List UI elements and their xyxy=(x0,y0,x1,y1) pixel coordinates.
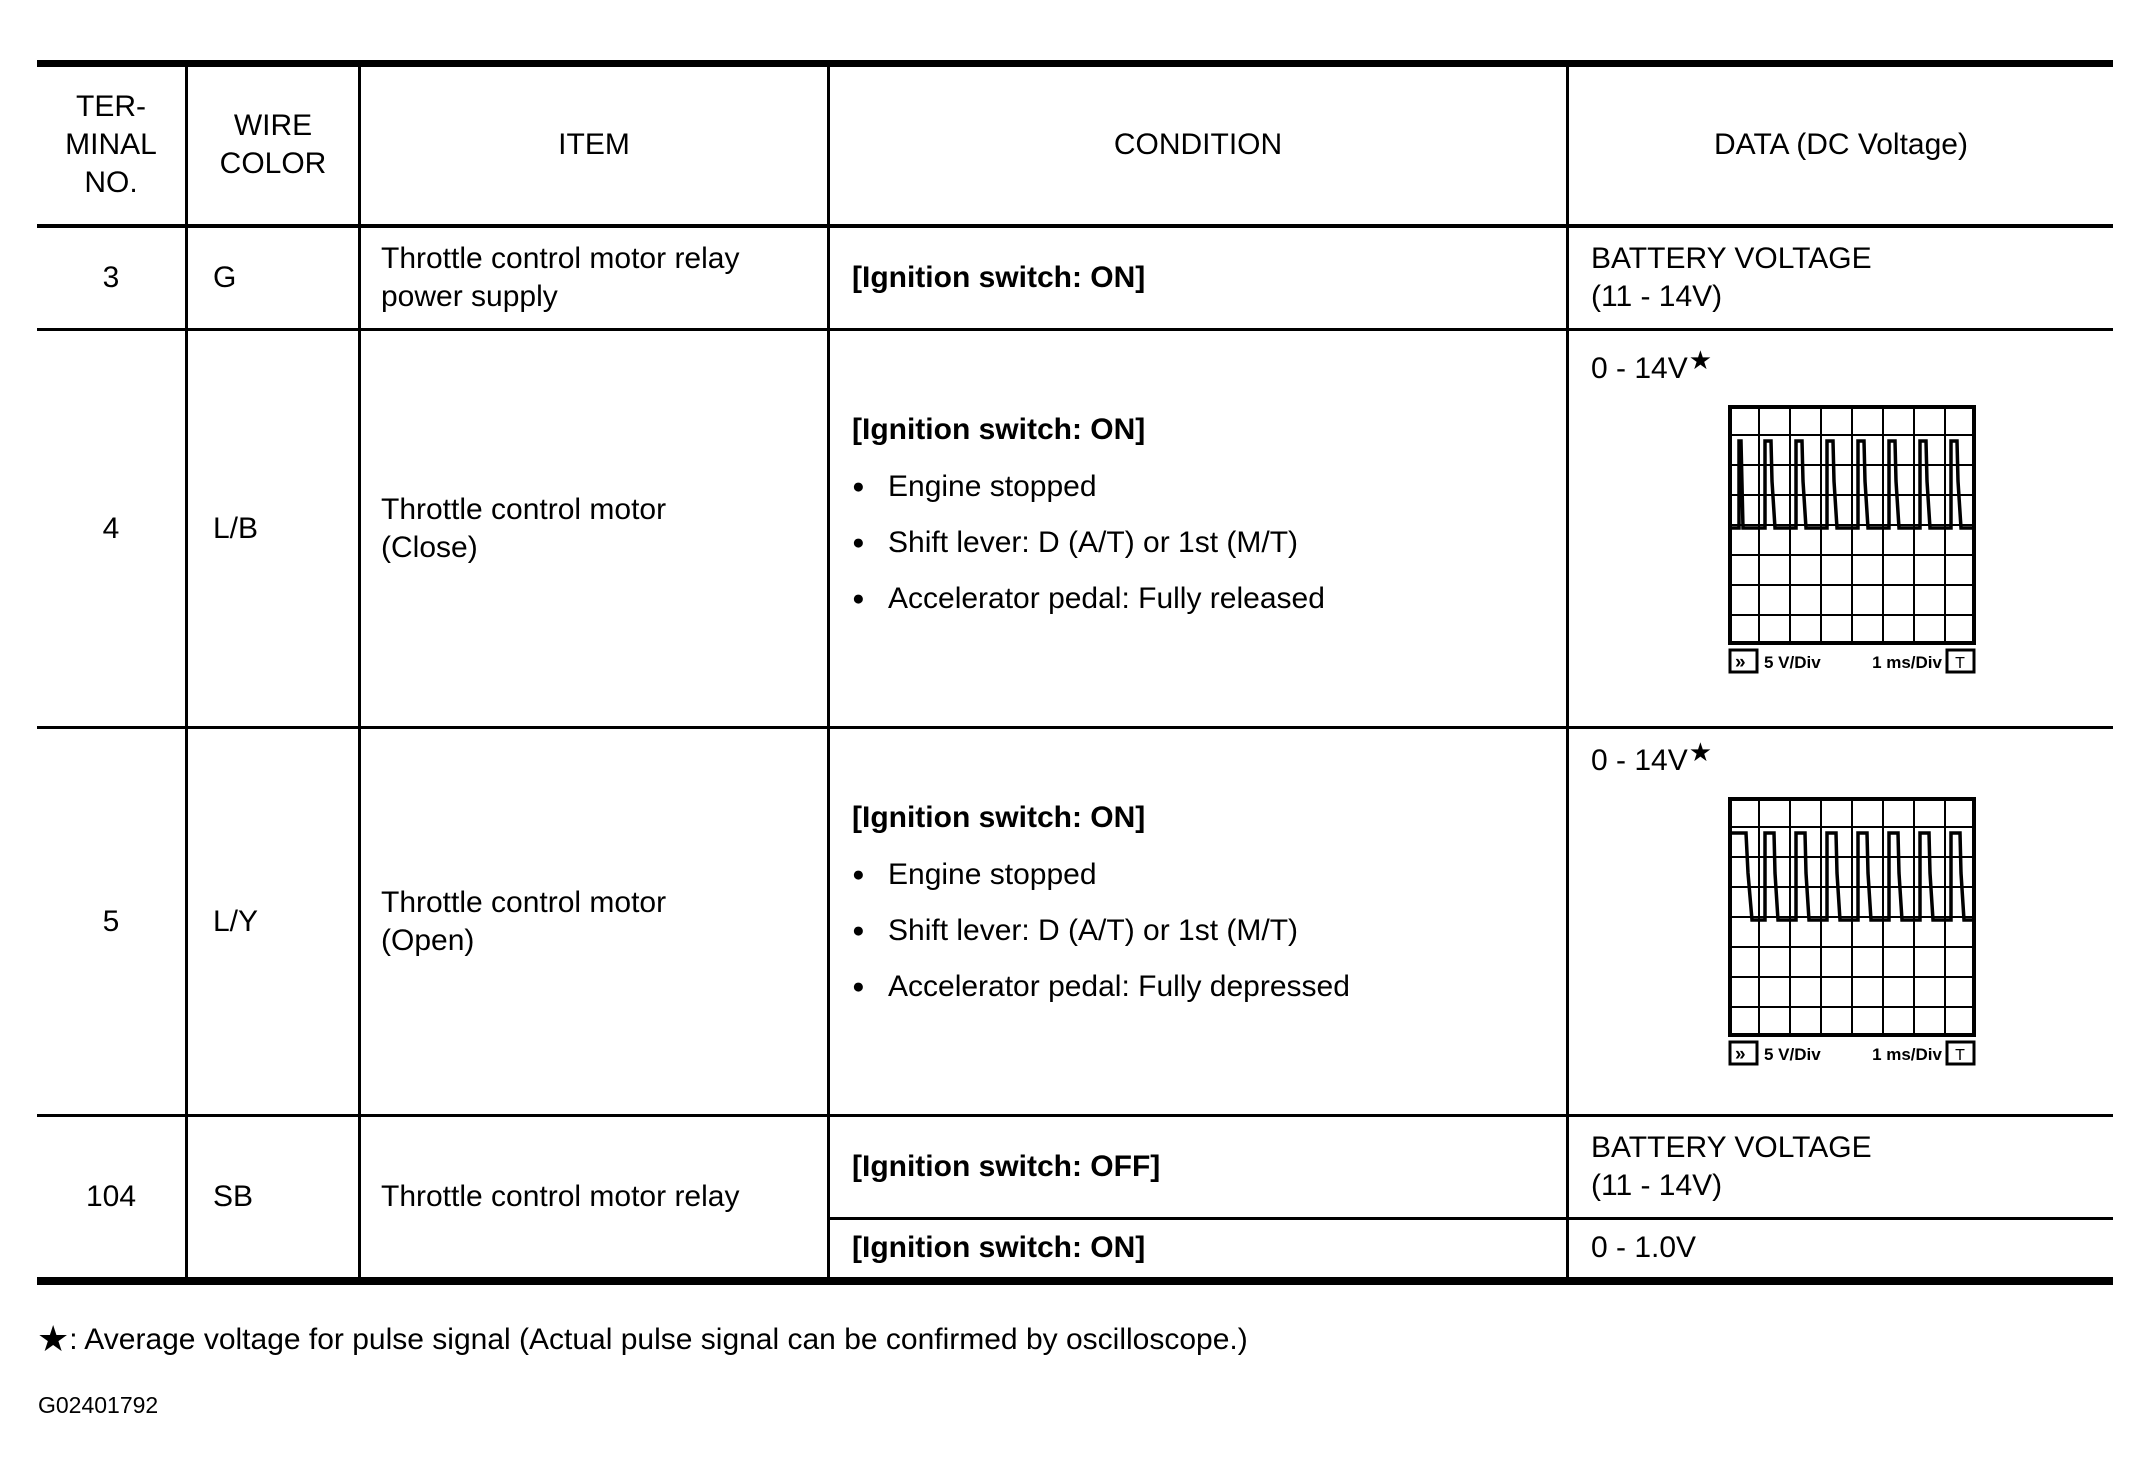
condition-cell: [Ignition switch: ON] ● Engine stopped ●… xyxy=(828,726,1569,1116)
item-line: power supply xyxy=(381,279,558,313)
item-line: (Open) xyxy=(381,923,475,957)
condition-bullet: ● Shift lever: D (A/T) or 1st (M/T) xyxy=(852,525,1566,561)
data-line: 0 - 1.0V xyxy=(1591,1231,1697,1265)
star-icon: ★ xyxy=(37,1318,70,1359)
data-line: BATTERY VOLTAGE xyxy=(1591,241,1872,275)
header-condition: CONDITION xyxy=(828,62,1569,228)
data-cell: BATTERY VOLTAGE (11 - 14V) xyxy=(1567,1114,2113,1219)
condition-bullet: ● Accelerator pedal: Fully depressed xyxy=(852,969,1566,1005)
item-line: Throttle control motor xyxy=(381,885,667,919)
header-wire-line2: COLOR xyxy=(219,147,327,181)
item-line: Throttle control motor xyxy=(381,492,667,526)
ignition-switch-condition: [Ignition switch: ON] xyxy=(852,413,1146,446)
oscilloscope-waveform-open: » 5 V/Div 1 ms/Div T xyxy=(1728,797,1976,1066)
wire-color-cell: SB xyxy=(186,1114,361,1281)
condition-bullet-text: Engine stopped xyxy=(888,858,1097,891)
voltage-range-text: 0 - 14V xyxy=(1591,744,1688,777)
voltage-range: 0 - 14V★ xyxy=(1591,737,2113,781)
table-row-terminal-4: 4 L/B Throttle control motor (Close) [Ig… xyxy=(37,328,2113,728)
star-icon: ★ xyxy=(1688,737,1713,767)
svg-text:5 V/Div: 5 V/Div xyxy=(1764,1045,1821,1064)
header-terminal-line1: TER- xyxy=(76,90,146,124)
svg-text:5 V/Div: 5 V/Div xyxy=(1764,653,1821,672)
item-cell: Throttle control motor (Open) xyxy=(359,726,830,1116)
terminal-spec-table: TER- MINAL NO. WIRE COLOR ITEM CONDITION… xyxy=(37,60,2113,1285)
bullet-icon: ● xyxy=(852,531,865,554)
condition-bullet: ● Engine stopped xyxy=(852,469,1566,505)
star-icon: ★ xyxy=(1688,345,1713,375)
figure-id: G02401792 xyxy=(38,1392,159,1418)
bullet-icon: ● xyxy=(852,863,865,886)
condition-bullet: ● Shift lever: D (A/T) or 1st (M/T) xyxy=(852,913,1566,949)
data-line: (11 - 14V) xyxy=(1591,1169,1723,1202)
header-terminal-no: TER- MINAL NO. xyxy=(37,62,188,228)
condition-cell: [Ignition switch: OFF] xyxy=(828,1114,1569,1219)
data-cell: 0 - 14V★ » 5 V/Div 1 ms/Div T xyxy=(1567,328,2113,728)
wire-color-cell: G xyxy=(186,224,361,330)
svg-text:»: » xyxy=(1735,1044,1746,1065)
condition-cell: [Ignition switch: ON] ● Engine stopped ●… xyxy=(828,328,1569,728)
svg-text:»: » xyxy=(1735,652,1746,673)
terminal-no-cell: 5 xyxy=(37,726,188,1116)
condition-bullet: ● Engine stopped xyxy=(852,857,1566,893)
header-row: TER- MINAL NO. WIRE COLOR ITEM CONDITION… xyxy=(37,62,2113,228)
condition-cell: [Ignition switch: ON] xyxy=(828,1217,1569,1281)
data-cell: BATTERY VOLTAGE (11 - 14V) xyxy=(1567,224,2113,330)
ignition-switch-condition: [Ignition switch: ON] xyxy=(852,801,1146,834)
svg-text:T: T xyxy=(1955,1047,1965,1064)
terminal-no-cell: 3 xyxy=(37,224,188,330)
ignition-switch-condition: [Ignition switch: OFF] xyxy=(852,1150,1161,1183)
table-row-terminal-104: 104 SB Throttle control motor relay [Ign… xyxy=(37,1114,2113,1281)
data-line: BATTERY VOLTAGE xyxy=(1591,1131,1872,1164)
item-line: Throttle control motor relay xyxy=(381,241,740,275)
ignition-switch-condition: [Ignition switch: ON] xyxy=(852,1231,1146,1265)
condition-bullet-text: Shift lever: D (A/T) or 1st (M/T) xyxy=(888,526,1299,559)
bullet-icon: ● xyxy=(852,975,865,998)
table-subrow-terminal-104-on: [Ignition switch: ON] 0 - 1.0V xyxy=(37,1217,2113,1281)
bullet-icon: ● xyxy=(852,475,865,498)
item-line: Throttle control motor relay xyxy=(381,1179,740,1213)
item-line: (Close) xyxy=(381,530,478,564)
pulse-signal-footnote: ★: Average voltage for pulse signal (Act… xyxy=(37,1316,1248,1361)
voltage-range-text: 0 - 14V xyxy=(1591,352,1688,385)
data-line: (11 - 14V) xyxy=(1591,279,1723,313)
item-cell: Throttle control motor (Close) xyxy=(359,328,830,728)
condition-bullet-text: Shift lever: D (A/T) or 1st (M/T) xyxy=(888,914,1299,947)
item-cell: Throttle control motor relay xyxy=(359,1114,830,1281)
header-terminal-line3: NO. xyxy=(84,166,138,200)
condition-bullet: ● Accelerator pedal: Fully released xyxy=(852,581,1566,617)
data-cell: 0 - 1.0V xyxy=(1567,1217,2113,1281)
condition-bullet-text: Accelerator pedal: Fully depressed xyxy=(888,970,1350,1003)
svg-text:1 ms/Div: 1 ms/Div xyxy=(1872,1045,1942,1064)
wire-color-cell: L/B xyxy=(186,328,361,728)
wire-color-cell: L/Y xyxy=(186,726,361,1116)
bullet-icon: ● xyxy=(852,919,865,942)
condition-cell: [Ignition switch: ON] xyxy=(828,224,1569,330)
item-cell: Throttle control motor relay power suppl… xyxy=(359,224,830,330)
bullet-icon: ● xyxy=(852,587,865,610)
svg-text:1 ms/Div: 1 ms/Div xyxy=(1872,653,1942,672)
header-terminal-line2: MINAL xyxy=(65,128,157,162)
voltage-range: 0 - 14V★ xyxy=(1591,345,2113,389)
table-row-terminal-5: 5 L/Y Throttle control motor (Open) [Ign… xyxy=(37,726,2113,1116)
ignition-switch-condition: [Ignition switch: ON] xyxy=(852,260,1146,294)
terminal-no-cell: 104 xyxy=(37,1114,188,1281)
svg-text:T: T xyxy=(1955,655,1965,672)
header-wire-color: WIRE COLOR xyxy=(186,62,361,228)
footnote-text: : Average voltage for pulse signal (Actu… xyxy=(69,1323,1248,1356)
terminal-no-cell: 4 xyxy=(37,328,188,728)
table-row-terminal-3: 3 G Throttle control motor relay power s… xyxy=(37,224,2113,330)
header-data: DATA (DC Voltage) xyxy=(1567,62,2113,228)
condition-bullet-text: Engine stopped xyxy=(888,470,1097,503)
header-wire-line1: WIRE xyxy=(233,109,313,143)
condition-bullet-text: Accelerator pedal: Fully released xyxy=(888,582,1325,615)
oscilloscope-waveform-close: » 5 V/Div 1 ms/Div T xyxy=(1728,405,1976,674)
header-item: ITEM xyxy=(359,62,830,228)
data-cell: 0 - 14V★ » 5 V/Div 1 ms/Div T xyxy=(1567,726,2113,1116)
